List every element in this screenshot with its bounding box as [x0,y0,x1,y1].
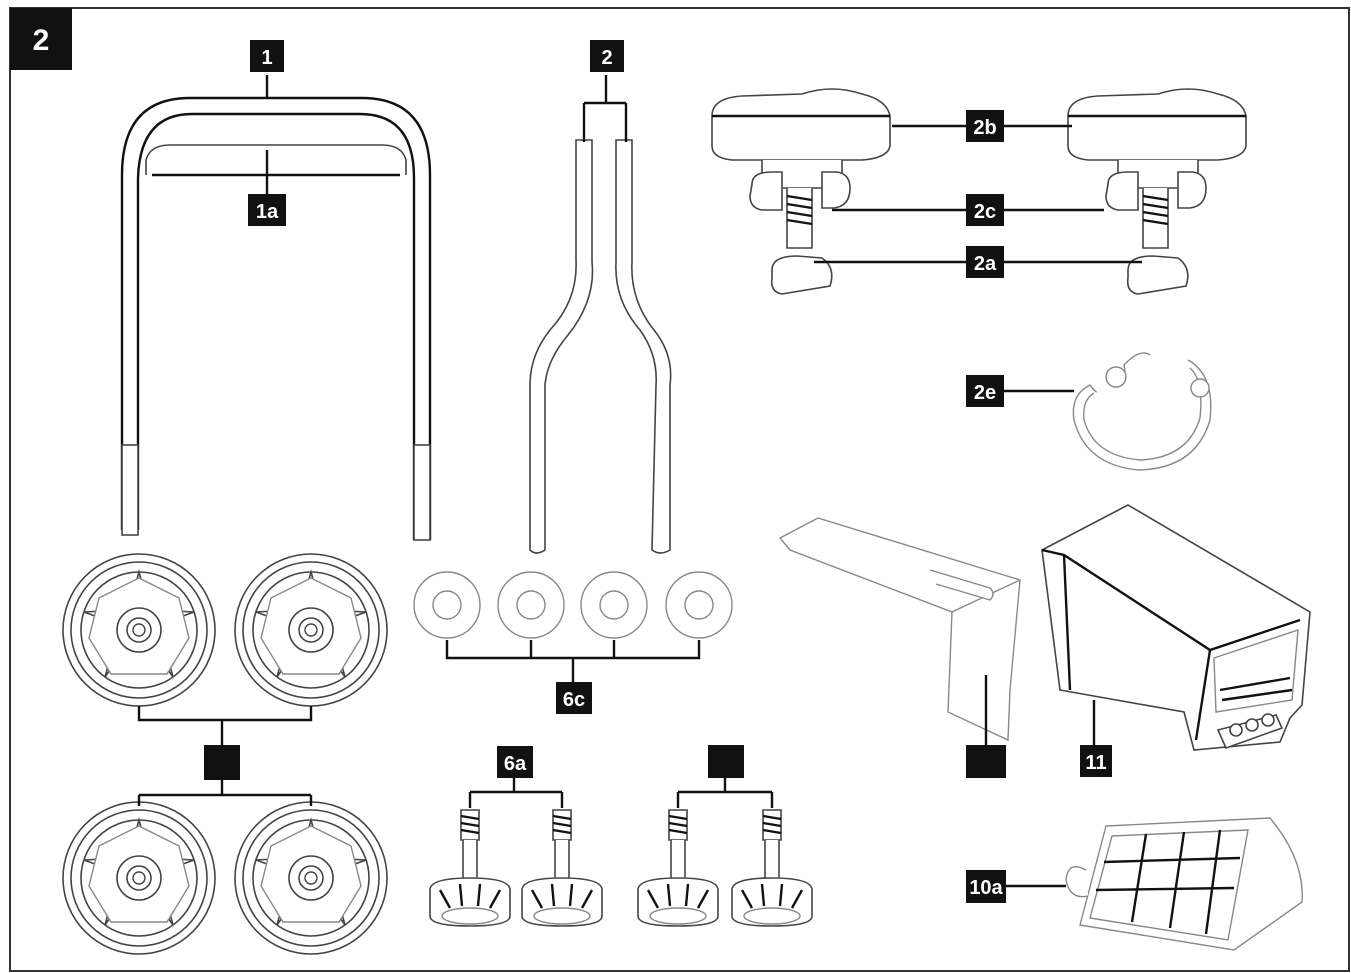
screw-6a-left [428,808,512,928]
label-2b: 2b [966,110,1004,142]
lower-handle-part [529,139,672,554]
label-11: 11 [1080,745,1112,777]
screw-right [730,808,814,928]
diagram-frame [9,7,1350,972]
svg-text:1a: 1a [256,201,279,223]
clip-part [1072,352,1212,471]
washer-2 [497,571,565,639]
svg-text:10a: 10a [969,877,1003,899]
label-6c: 6c [556,682,592,714]
label-10a: 10a [966,870,1006,903]
label-2a: 2a [966,246,1004,278]
washer-3 [580,571,648,639]
svg-text:2: 2 [601,47,612,69]
svg-text:11: 11 [1085,752,1106,774]
label-plate [966,745,1006,778]
wheel-top-left [62,553,216,707]
figure-number: 2 [33,24,50,57]
svg-text:6a: 6a [504,753,527,775]
figure-number-badge: 2 [10,8,72,70]
knob-assembly-right [1066,87,1248,296]
screw-6a-right [520,808,604,928]
label-1: 1 [250,40,284,72]
wheel-bottom-left [62,801,216,955]
grass-box-part [1041,504,1311,751]
washer-4 [665,571,733,639]
svg-text:6c: 6c [563,689,585,711]
screw-left [636,808,720,928]
wheel-top-right [234,553,388,707]
svg-text:2c: 2c [974,201,996,223]
svg-text:2b: 2b [973,117,996,139]
label-1a: 1a [248,194,286,226]
label-wheels [204,745,240,780]
svg-text:1: 1 [261,47,272,69]
upper-handle-part [120,96,432,541]
label-screws [708,745,744,778]
grass-box-lid-part [1065,817,1303,951]
knob-assembly-left [710,87,892,296]
svg-text:2a: 2a [974,253,997,275]
label-2: 2 [590,40,624,72]
label-2c: 2c [966,194,1004,226]
label-2e: 2e [966,375,1004,407]
washer-1 [413,571,481,639]
wheel-bottom-right [234,801,388,955]
mounting-plate-part [778,517,1021,742]
label-6a: 6a [497,746,533,778]
svg-text:2e: 2e [974,382,996,404]
